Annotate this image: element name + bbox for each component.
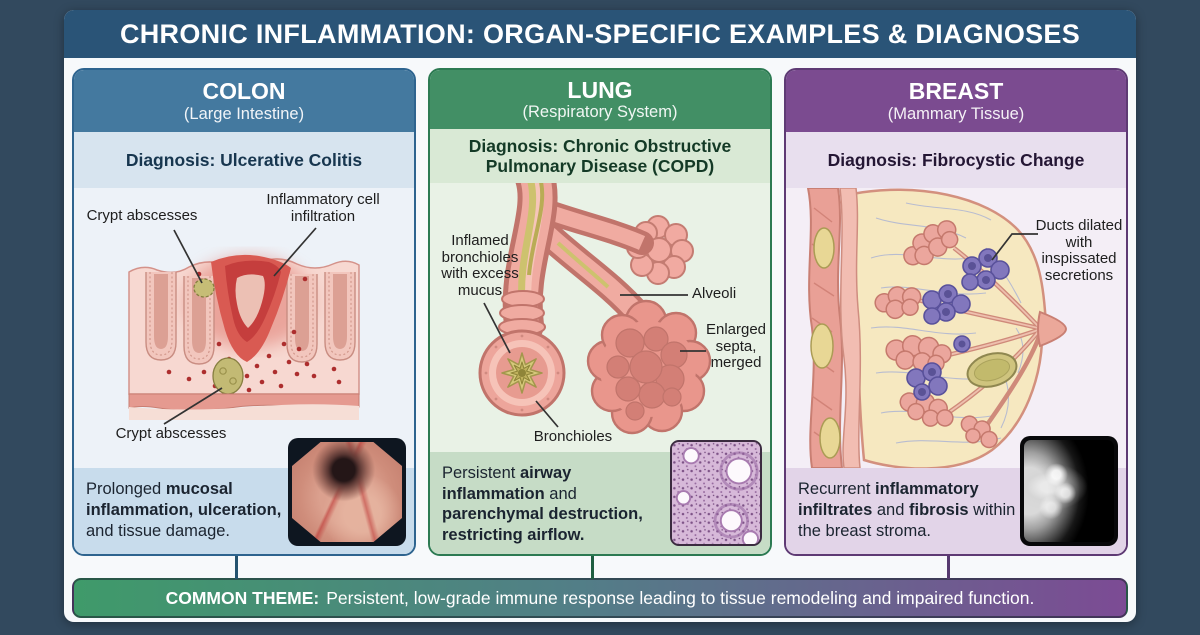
annotation-label-inflamed-bronchioles: Inflamed bronchioles with excess mucus	[441, 232, 519, 299]
breast-lobules	[874, 220, 998, 449]
colon-subtitle: (Large Intestine)	[183, 104, 305, 123]
lung-illustration-area: Inflamed bronchioles with excess mucus A…	[430, 183, 770, 452]
milk-ducts	[917, 246, 1043, 434]
common-theme-label: COMMON THEME:	[165, 587, 320, 608]
connector-colon	[234, 556, 238, 579]
connector-lung	[590, 556, 594, 579]
breast-diagnosis: Diagnosis: Fibrocystic Change	[786, 132, 1126, 188]
title-bar: CHRONIC INFLAMMATION: ORGAN-SPECIFIC EXA…	[64, 10, 1136, 58]
lung-header: LUNG (Respiratory System)	[430, 70, 770, 130]
lung-title: LUNG	[567, 77, 633, 104]
leader-line	[163, 227, 317, 425]
common-theme-bar: COMMON THEME: Persistent, low-grade immu…	[72, 578, 1128, 618]
ulcer	[211, 254, 291, 362]
colon-description-text: Prolonged mucosal inflammation, ulcerati…	[86, 480, 282, 540]
connector-breast	[946, 556, 950, 579]
panel-colon: COLON (Large Intestine) Diagnosis: Ulcer…	[72, 68, 416, 556]
chest-wall-muscle	[806, 188, 862, 468]
annotation-label-inflammatory-infiltration: Inflammatory cell infiltration	[266, 191, 380, 225]
crypt-abscess-upper	[193, 278, 215, 298]
colon-diagnosis: Diagnosis: Ulcerative Colitis	[74, 132, 414, 188]
dilated-ducts	[906, 248, 1010, 401]
colonoscopy-photo	[288, 438, 406, 546]
leader-line	[483, 294, 706, 428]
annotation-label-alveoli: Alveoli	[692, 285, 737, 303]
colon-illustration-area: Crypt abscesses Inflammatory cell infilt…	[74, 188, 414, 468]
annotation-label-crypt-abscesses-bottom: Crypt abscesses	[115, 425, 227, 442]
cyst	[966, 352, 1018, 388]
annotation-label-enlarged-septa: Enlarged septa, merged	[705, 321, 767, 372]
colonoscopy-image	[292, 442, 402, 542]
infographic-card: CHRONIC INFLAMMATION: ORGAN-SPECIFIC EXA…	[64, 10, 1136, 622]
common-theme-text: Persistent, low-grade immune response le…	[326, 587, 1035, 608]
organ-panels: COLON (Large Intestine) Diagnosis: Ulcer…	[72, 68, 1128, 556]
breast-header: BREAST (Mammary Tissue)	[786, 70, 1126, 132]
panel-lung: LUNG (Respiratory System) Diagnosis: Chr…	[428, 68, 772, 556]
annotation-label-crypt-abscesses-top: Crypt abscesses	[86, 207, 198, 224]
colon-tissue	[128, 254, 360, 420]
breast-subtitle: (Mammary Tissue)	[887, 104, 1025, 123]
lung-subtitle: (Respiratory System)	[522, 103, 678, 122]
lung-diagnosis: Diagnosis: Chronic Obstructive Pulmonary…	[430, 129, 770, 184]
fat-lobules	[810, 227, 841, 459]
mammogram-image	[1024, 440, 1114, 542]
colon-title: COLON	[202, 78, 286, 105]
crypt-gland	[145, 272, 177, 361]
damaged-alveoli-sac	[586, 300, 712, 435]
lung-illustration	[478, 183, 712, 435]
breast-title: BREAST	[908, 78, 1004, 105]
crypt-abscess-lower	[212, 357, 244, 395]
breast-illustration	[806, 188, 1068, 468]
page-title: CHRONIC INFLAMMATION: ORGAN-SPECIFIC EXA…	[119, 18, 1081, 49]
crypt-gland	[324, 272, 356, 361]
crypt-gland	[286, 274, 318, 363]
colon-illustration	[128, 227, 360, 425]
mammogram-photo	[1020, 436, 1118, 546]
annotation-label-bronchioles: Bronchioles	[533, 428, 613, 446]
colon-header: COLON (Large Intestine)	[74, 70, 414, 132]
panel-breast: BREAST (Mammary Tissue) Diagnosis: Fibro…	[784, 68, 1128, 556]
leader-line	[991, 233, 1038, 261]
breast-description-text: Recurrent inflammatory infiltrates and f…	[798, 480, 1016, 540]
lung-description-text: Persistent airway inflammation and paren…	[442, 463, 643, 545]
histology-photo	[670, 440, 762, 546]
breast-illustration-area: Ducts dilated with inspissated secretion…	[786, 188, 1126, 468]
content-area: COLON (Large Intestine) Diagnosis: Ulcer…	[64, 58, 1136, 622]
histology-image	[672, 442, 760, 544]
bronchiole-cross-section	[478, 329, 566, 417]
annotation-label-dilated-ducts: Ducts dilated with inspissated secretion…	[1035, 217, 1123, 284]
nipple	[1037, 310, 1068, 348]
